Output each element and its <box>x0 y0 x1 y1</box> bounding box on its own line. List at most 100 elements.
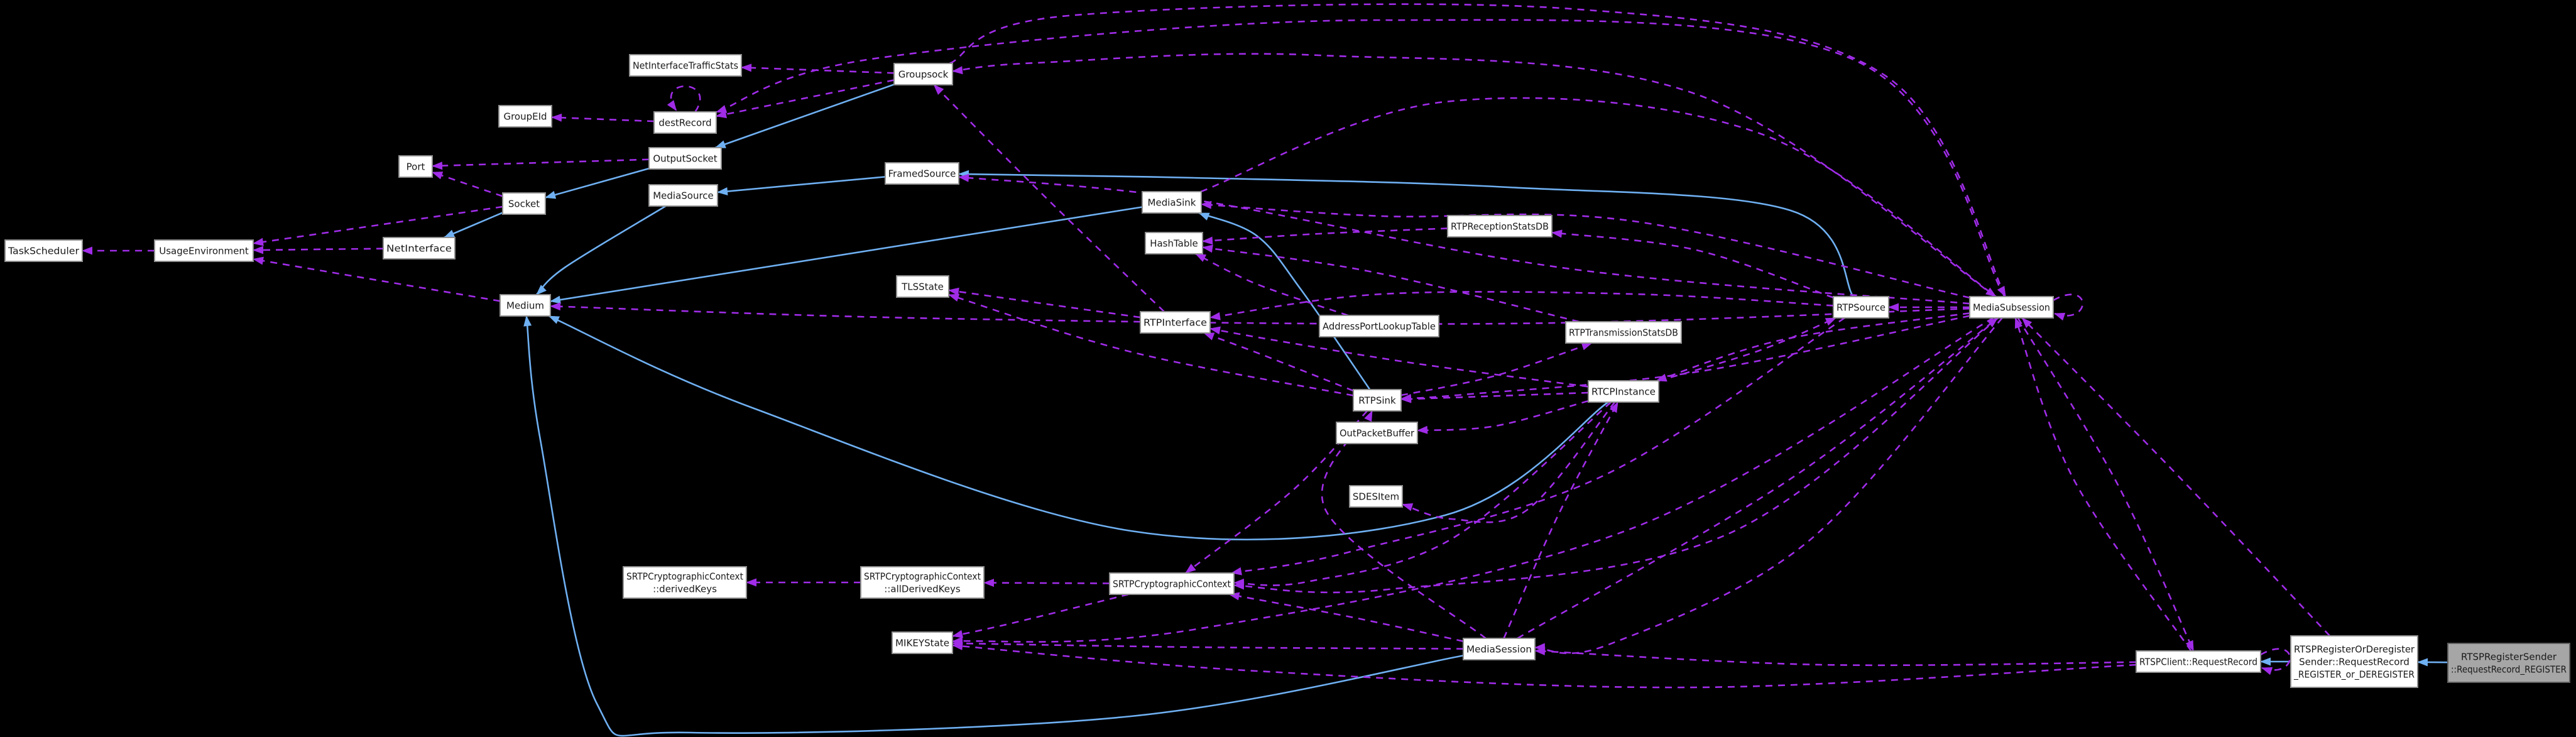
node-SRTPCryptographicContext::allDerivedKeys[interactable]: SRTPCryptographicContext::allDerivedKeys <box>860 566 985 599</box>
edge-usage-Socket-to-UsageEnvironment <box>253 205 503 246</box>
edge-usage-OutputSocket-to-Port <box>432 158 650 170</box>
node-box <box>2136 650 2261 673</box>
node-label: NetInterface <box>386 243 452 254</box>
node-label: MediaSubsession <box>1973 302 2050 313</box>
edge-layer <box>82 3 2448 737</box>
node-AddressPortLookupTable[interactable]: AddressPortLookupTable <box>1319 315 1439 337</box>
edge-inherit-RTPSink-to-MediaSink <box>1198 212 1371 390</box>
edge-usage-MediaSubsession-to-FramedSource <box>958 173 1970 305</box>
node-FramedSource[interactable]: FramedSource <box>885 162 959 185</box>
node-label: RTSPClient::RequestRecord <box>2139 656 2257 667</box>
edge-usage-RTSPClient::RequestRecord-to-RTSPClient::RequestRecord <box>2260 648 2291 675</box>
node-box <box>860 566 985 599</box>
node-UsageEnvironment[interactable]: UsageEnvironment <box>154 239 254 262</box>
edge-usage-Groupsock-to-NetInterfaceTrafficStats <box>741 63 895 74</box>
edge-usage-RTSPClient::RequestRecord-to-MediaSession <box>1534 647 2137 667</box>
node-RTSPRegisterOrDeregisterSender::RequestRecord_REGISTER_or_DEREGISTER[interactable]: RTSPRegisterOrDeregisterSender::RequestR… <box>2290 635 2418 688</box>
node-label: FramedSource <box>888 168 956 179</box>
edge-usage-RTSPRegisterOrDeregisterSender::RequestRecord_REGISTER_or_DEREGISTER-to-MediaSubsession <box>2021 317 2331 636</box>
edge-usage-RTPSource-to-SRTPCryptographicContext <box>1231 317 1845 576</box>
node-RTSPClient::RequestRecord[interactable]: RTSPClient::RequestRecord <box>2136 650 2261 673</box>
edge-usage-MediaSubsession-to-RTSPClient::RequestRecord <box>2017 317 2195 652</box>
node-box <box>1145 232 1203 254</box>
node-RTPTransmissionStatsDB[interactable]: RTPTransmissionStatsDB <box>1565 321 1682 344</box>
node-MediaSink[interactable]: MediaSink <box>1142 191 1202 214</box>
node-TaskScheduler[interactable]: TaskScheduler <box>4 239 83 262</box>
node-NetInterfaceTrafficStats[interactable]: NetInterfaceTrafficStats <box>629 54 742 77</box>
node-SDESItem[interactable]: SDESItem <box>1349 485 1403 508</box>
edge-inherit-MediaSession-to-Medium <box>523 315 1464 737</box>
node-box <box>1588 380 1659 403</box>
node-label: TLSState <box>901 281 944 292</box>
node-label: SRTPCryptographicContext::allDerivedKeys <box>864 570 981 594</box>
node-HashTable[interactable]: HashTable <box>1145 232 1203 254</box>
node-label: Socket <box>508 198 540 209</box>
edge-inherit-Socket-to-NetInterface <box>444 212 503 239</box>
node-TLSState[interactable]: TLSState <box>896 275 949 298</box>
node-RTCPInstance[interactable]: RTCPInstance <box>1588 380 1659 403</box>
node-box <box>629 54 742 77</box>
node-Groupsock[interactable]: Groupsock <box>893 63 953 85</box>
node-label: RTPTransmissionStatsDB <box>1569 327 1678 338</box>
edge-usage-RTPTransmissionStatsDB-to-HashTable <box>1202 244 1580 323</box>
node-box <box>1447 215 1553 237</box>
node-box <box>893 63 953 85</box>
node-box <box>1319 315 1439 337</box>
node-box <box>653 111 717 134</box>
node-label: OutPacketBuffer <box>1340 427 1415 439</box>
edge-usage-NetInterface-to-UsageEnvironment <box>253 246 384 254</box>
edge-usage-RTCPInstance-to-RTPSink <box>1400 391 1589 403</box>
edge-usage-MediaSubsession-to-MediaSession <box>1534 317 2003 655</box>
node-RTPReceptionStatsDB[interactable]: RTPReceptionStatsDB <box>1447 215 1553 237</box>
node-RTPSink[interactable]: RTPSink <box>1353 389 1402 412</box>
node-label: Groupsock <box>898 68 949 80</box>
node-SRTPCryptographicContext[interactable]: SRTPCryptographicContext <box>1109 572 1235 595</box>
node-RTPSource[interactable]: RTPSource <box>1833 296 1889 319</box>
node-MIKEYState[interactable]: MIKEYState <box>892 631 953 654</box>
node-SRTPCryptographicContext::derivedKeys[interactable]: SRTPCryptographicContext::derivedKeys <box>623 566 747 599</box>
node-box <box>648 147 722 170</box>
node-label: RTPSource <box>1836 302 1886 313</box>
edge-inherit-RTCPInstance-to-Medium <box>548 315 1609 540</box>
node-box <box>154 239 254 262</box>
edge-usage-MediaSink-to-MediaSubsession <box>1200 97 1997 298</box>
node-RTPInterface[interactable]: RTPInterface <box>1140 311 1211 334</box>
node-label: RTPInterface <box>1143 317 1207 328</box>
node-box <box>1140 311 1211 334</box>
node-box <box>498 105 552 128</box>
node-label: HashTable <box>1150 237 1198 249</box>
edge-usage-MediaSubsession-to-RTCPInstance <box>1656 312 1970 382</box>
node-box <box>502 192 546 215</box>
node-label: destRecord <box>658 117 711 128</box>
node-MediaSource[interactable]: MediaSource <box>648 184 718 207</box>
node-NetInterface[interactable]: NetInterface <box>383 237 456 259</box>
node-Port[interactable]: Port <box>398 155 433 178</box>
edge-usage-RTCPInstance-to-RTPSource <box>1658 317 1837 382</box>
node-OutputSocket[interactable]: OutputSocket <box>648 147 722 170</box>
node-label: MIKEYState <box>895 637 949 648</box>
edge-usage-RTCPInstance-to-OutPacketBuffer <box>1417 400 1589 434</box>
edge-usage-MediaSubsession-to-RTPSink <box>1400 315 1970 402</box>
node-OutPacketBuffer[interactable]: OutPacketBuffer <box>1336 422 1418 444</box>
node-destRecord[interactable]: destRecord <box>653 111 717 134</box>
node-Socket[interactable]: Socket <box>502 192 546 215</box>
node-label: MediaSink <box>1148 197 1196 208</box>
node-box <box>892 631 953 654</box>
node-Medium[interactable]: Medium <box>499 294 551 317</box>
node-MediaSession[interactable]: MediaSession <box>1463 638 1536 660</box>
edge-usage-MediaSubsession-to-MIKEYState <box>952 317 1994 645</box>
edge-usage-RTPSink-to-RTPInterface <box>1203 332 1354 392</box>
node-label: RTPSink <box>1358 395 1396 406</box>
node-RTSPRegisterSender::RequestRecord_REGISTER: RTSPRegisterSender::RequestRecord_REGIST… <box>2447 643 2570 683</box>
edge-usage-SRTPCryptographicContext-to-SRTPCryptographicContext::allDerivedKeys <box>983 579 1110 587</box>
node-label: Port <box>407 161 425 172</box>
node-GroupEId[interactable]: GroupEId <box>498 105 552 128</box>
edge-usage-RTPSource-to-RTPInterface <box>1209 291 1834 320</box>
node-box <box>896 275 949 298</box>
edge-usage-RTPSink-to-TLSState <box>948 293 1354 396</box>
edge-usage-RTPSource-to-RTPReceptionStatsDB <box>1551 229 1834 298</box>
node-MediaSubsession[interactable]: MediaSubsession <box>1969 296 2054 319</box>
edge-usage-RTCPInstance-to-RTPInterface <box>1209 326 1589 388</box>
